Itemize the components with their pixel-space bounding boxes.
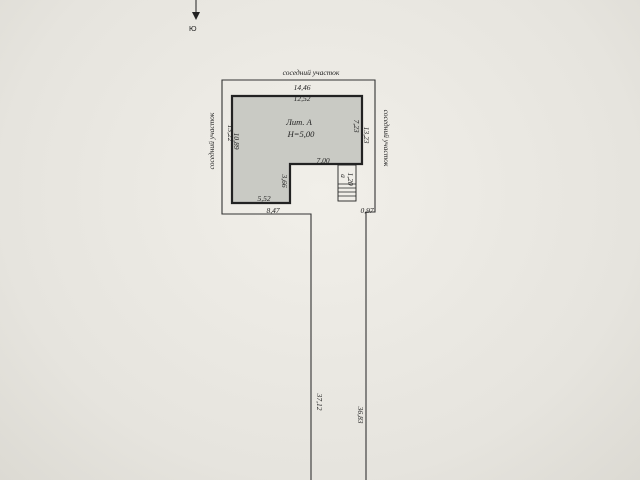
- dim-right-inner: 7,23: [352, 119, 361, 132]
- dim-bottom-plot: 8,47: [266, 206, 279, 215]
- dim-left-outer: 13,22: [226, 125, 235, 142]
- dim-bottom-building: 5,52: [257, 194, 270, 203]
- dim-plot-top: 14,46: [294, 83, 311, 92]
- dim-notch-vertical: 3,66: [280, 173, 289, 187]
- neighbor-left-label: соседний участок: [207, 112, 216, 169]
- dim-porch: 1,20: [346, 172, 355, 185]
- building-name: Лит. А: [285, 117, 312, 127]
- dim-bottom-right: 0,97: [360, 206, 373, 215]
- building-lit-a: [230, 94, 364, 205]
- neighbor-top-label: соседний участок: [283, 68, 340, 77]
- dim-strip-left: 37,12: [315, 393, 324, 411]
- porch-stairs: [337, 164, 357, 202]
- building-height: H=5,00: [287, 129, 315, 139]
- compass-icon: [192, 0, 200, 20]
- compass-letter: Ю: [189, 24, 197, 33]
- plot-boundary: [221, 79, 376, 480]
- dim-right-outer: 13,23: [362, 127, 371, 144]
- dim-strip-right: 36,83: [356, 406, 365, 424]
- dim-notch-horizontal: 7,00: [316, 156, 329, 165]
- porch-label: а: [339, 174, 348, 178]
- neighbor-right-label: соседний участок: [382, 110, 391, 167]
- dim-building-top: 12,52: [294, 94, 311, 103]
- dim-left-inner: 10,89: [232, 133, 241, 150]
